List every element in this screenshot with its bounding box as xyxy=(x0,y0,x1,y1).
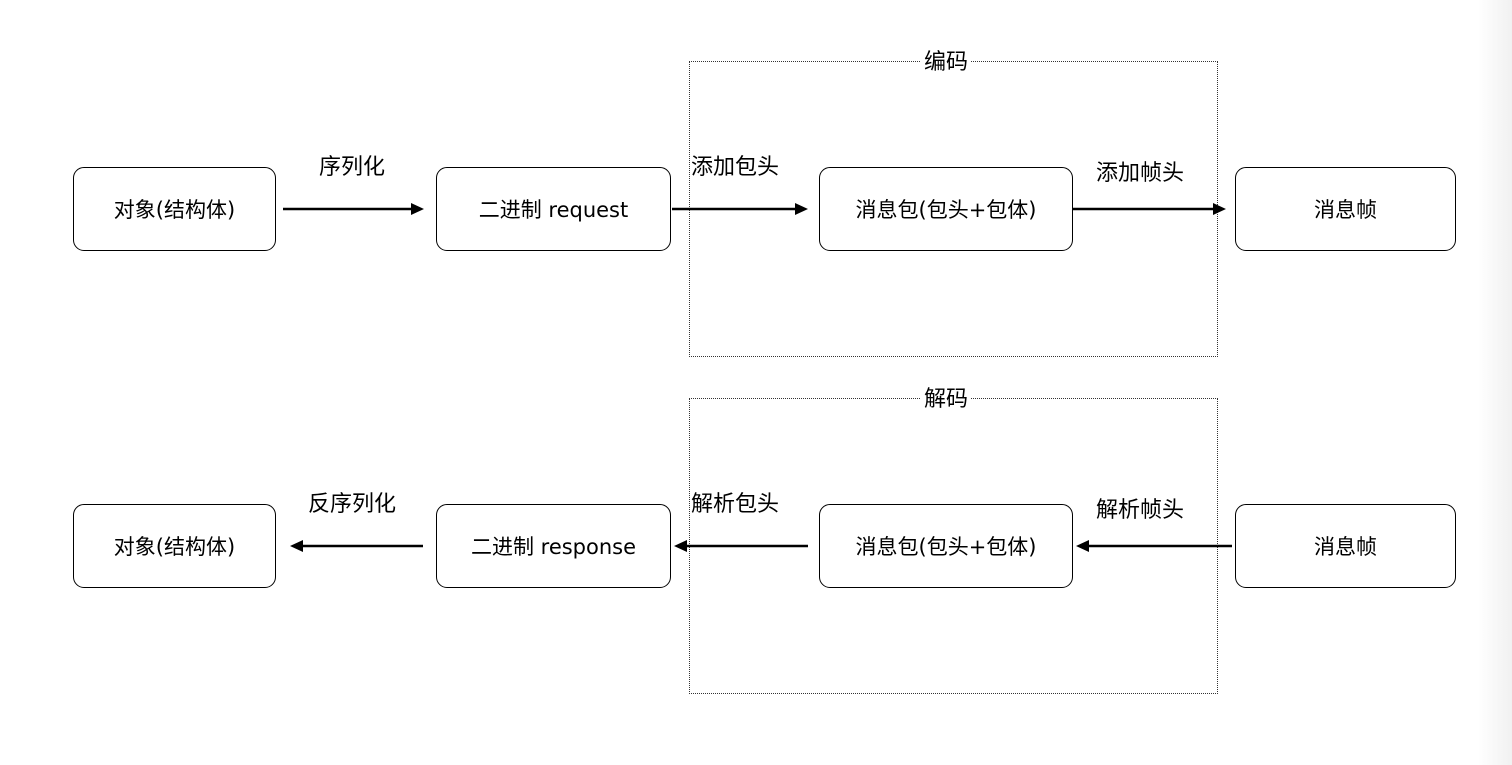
edge-label-serialize: 序列化 xyxy=(319,155,386,180)
edge-label-parse-frame-header: 解析帧头 xyxy=(1096,498,1185,523)
bottom-binary-label: 二进制 response xyxy=(470,535,637,559)
top-packet-node: 消息包(包头+包体) xyxy=(819,167,1073,251)
arrowhead-parse-packet-header xyxy=(674,540,687,552)
encode-group-title: 编码 xyxy=(920,50,972,76)
arrowhead-add-packet-header xyxy=(795,203,808,215)
top-binary-request-node: 二进制 request xyxy=(436,167,671,251)
arrowhead-deserialize xyxy=(290,540,303,552)
bottom-binary-response-node: 二进制 response xyxy=(436,504,671,588)
top-frame-node: 消息帧 xyxy=(1235,167,1456,251)
bottom-packet-label: 消息包(包头+包体) xyxy=(855,535,1037,559)
bottom-object-label: 对象(结构体) xyxy=(113,535,236,559)
arrowhead-add-frame-header xyxy=(1213,203,1226,215)
bottom-frame-label: 消息帧 xyxy=(1314,535,1377,559)
bottom-object-node: 对象(结构体) xyxy=(73,504,276,588)
top-packet-label: 消息包(包头+包体) xyxy=(855,198,1037,222)
edge-label-parse-packet-header: 解析包头 xyxy=(691,492,780,517)
decode-group-title: 解码 xyxy=(920,387,972,413)
page-edge-shade xyxy=(1478,0,1512,765)
arrowhead-parse-frame-header xyxy=(1076,540,1089,552)
edge-label-add-frame-header: 添加帧头 xyxy=(1096,161,1185,186)
top-object-node: 对象(结构体) xyxy=(73,167,276,251)
bottom-packet-node: 消息包(包头+包体) xyxy=(819,504,1073,588)
edge-label-add-packet-header: 添加包头 xyxy=(691,155,780,180)
edge-label-deserialize: 反序列化 xyxy=(308,492,397,517)
top-binary-label: 二进制 request xyxy=(478,198,629,222)
top-object-label: 对象(结构体) xyxy=(113,198,236,222)
bottom-frame-node: 消息帧 xyxy=(1235,504,1456,588)
arrowhead-serialize xyxy=(411,203,424,215)
top-frame-label: 消息帧 xyxy=(1314,198,1377,222)
